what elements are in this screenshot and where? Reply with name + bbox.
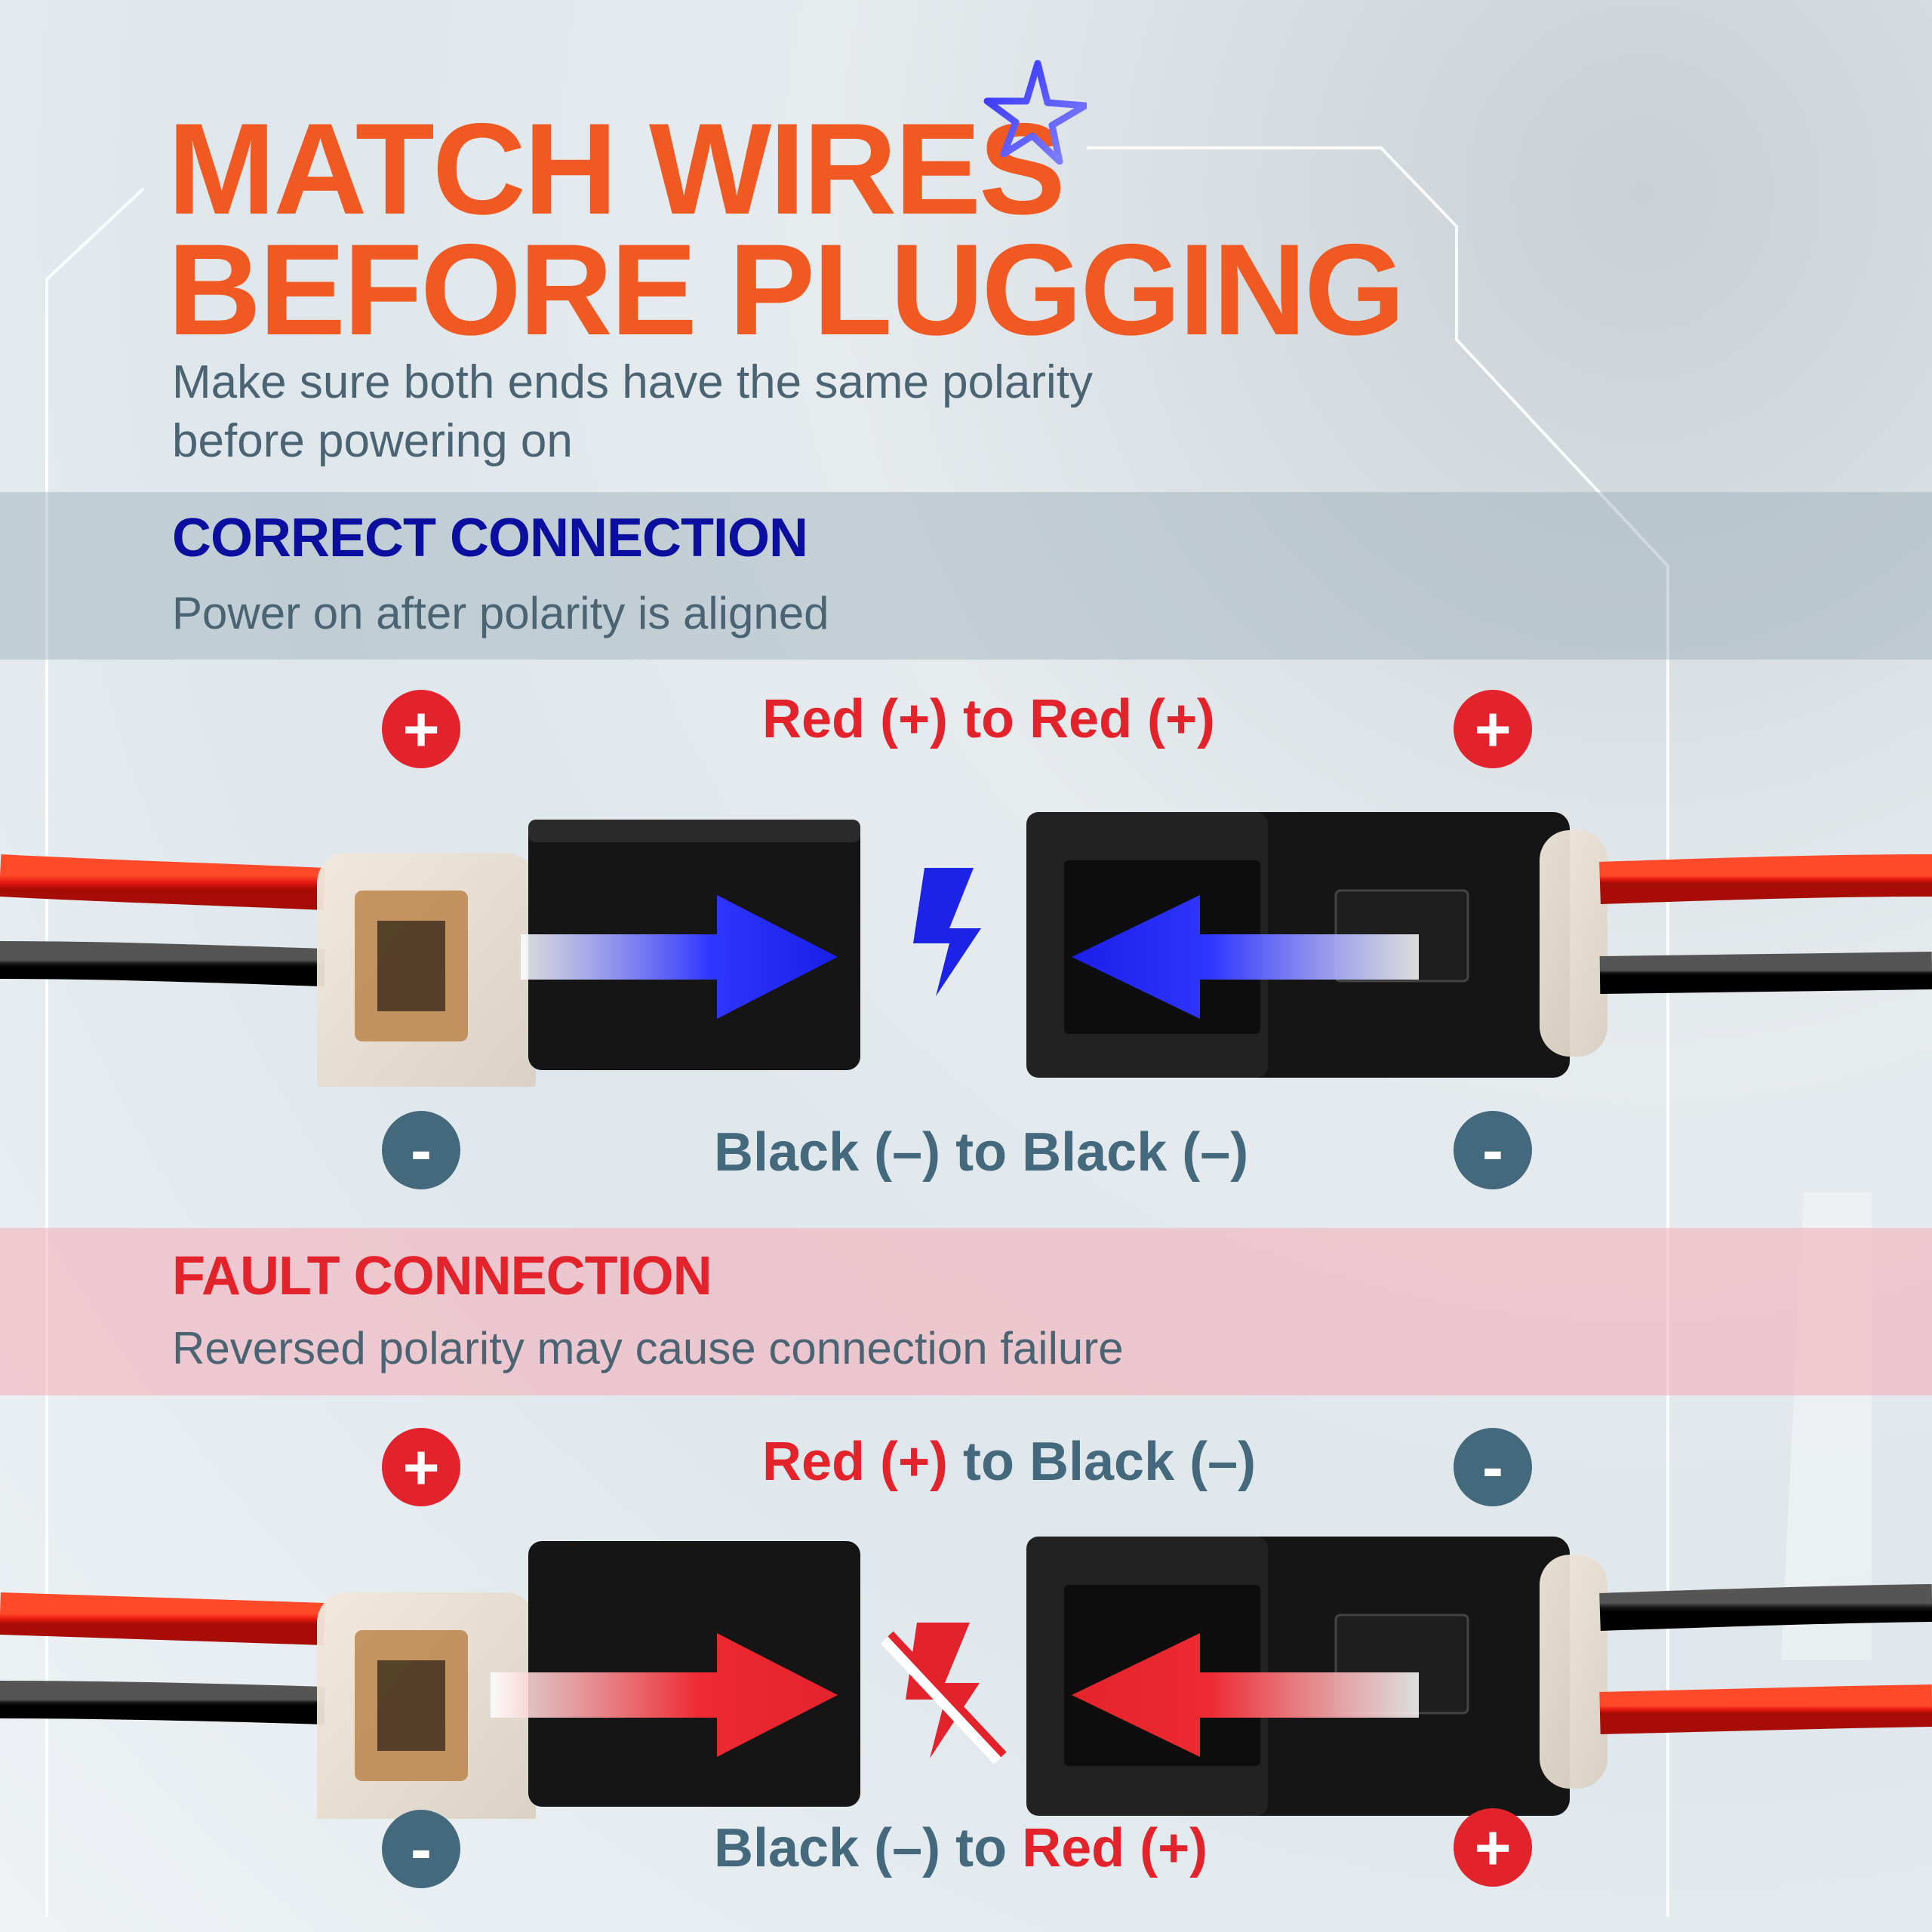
fault-top-label-part1: Red (+) xyxy=(762,1432,949,1492)
correct-bottom-label-part3: Black (–) xyxy=(1022,1122,1249,1183)
fault-right-arrow xyxy=(491,1633,838,1757)
fault-left-arrow xyxy=(1072,1633,1419,1757)
fault-bottom-right-plus-badge: + xyxy=(1454,1808,1532,1887)
fault-top-label: Red (+) to Black (–) xyxy=(762,1431,1256,1493)
fault-connection-title: FAULT CONNECTION xyxy=(172,1246,712,1306)
page-title-line-1: MATCH WIRES xyxy=(168,97,1066,242)
fault-top-label-part2: to xyxy=(948,1432,1029,1492)
correct-bottom-right-minus-badge: - xyxy=(1454,1111,1532,1189)
correct-top-label-part2: to xyxy=(948,689,1029,749)
right-red-wire xyxy=(1599,854,1932,904)
correct-top-label: Red (+) to Red (+) xyxy=(762,688,1215,750)
correct-connector-diagram xyxy=(0,812,1932,1087)
correct-bottom-label-part1: Black (–) xyxy=(714,1122,941,1183)
correct-top-label-part3: Red (+) xyxy=(1029,689,1216,749)
fault-right-red-wire xyxy=(1599,1684,1932,1734)
fault-top-label-part3: Black (–) xyxy=(1029,1432,1257,1492)
lightning-bolt-icon xyxy=(913,868,981,996)
fault-top-right-minus-badge: - xyxy=(1454,1428,1532,1506)
fault-top-left-plus-badge: + xyxy=(382,1428,460,1506)
correct-top-right-plus-badge: + xyxy=(1454,690,1532,768)
fault-bottom-label: Black (–) to Red (+) xyxy=(714,1817,1208,1879)
correct-connection-band xyxy=(0,492,1932,660)
fault-right-black-wire xyxy=(1599,1584,1932,1631)
fault-left-black-wire xyxy=(0,1681,325,1724)
right-black-wire xyxy=(1599,952,1932,994)
fault-bottom-label-part1: Black (–) xyxy=(714,1818,941,1878)
left-black-wire xyxy=(0,941,325,986)
fault-connection-description: Reversed polarity may cause connection f… xyxy=(172,1323,1124,1374)
fault-bottom-left-minus-badge: - xyxy=(382,1810,460,1888)
correct-bottom-label: Black (–) to Black (–) xyxy=(714,1121,1248,1183)
page-title-line-2: BEFORE PLUGGING xyxy=(168,217,1405,362)
crossed-lightning-bolt-icon xyxy=(880,1623,1007,1764)
left-red-wire xyxy=(0,854,326,910)
fault-connector-diagram xyxy=(0,1537,1932,1819)
subtitle-line-1: Make sure both ends have the same polari… xyxy=(172,356,1094,408)
correct-top-label-part1: Red (+) xyxy=(762,689,949,749)
correct-right-arrow xyxy=(521,895,838,1019)
correct-bottom-label-part2: to xyxy=(940,1122,1023,1183)
star-icon xyxy=(983,60,1087,165)
correct-connection-title: CORRECT CONNECTION xyxy=(172,508,808,568)
page-subtitle: Make sure both ends have the same polari… xyxy=(172,353,1153,471)
correct-left-arrow xyxy=(1072,895,1419,1019)
correct-connection-description: Power on after polarity is aligned xyxy=(172,588,829,638)
subtitle-line-2: before powering on xyxy=(172,415,573,467)
correct-bottom-left-minus-badge: - xyxy=(382,1111,460,1189)
correct-top-left-plus-badge: + xyxy=(382,690,460,768)
fault-bottom-label-part2: to xyxy=(940,1818,1023,1878)
fault-bottom-label-part3: Red (+) xyxy=(1022,1818,1208,1878)
fault-left-red-wire xyxy=(0,1592,325,1645)
fault-connection-band xyxy=(0,1228,1932,1395)
